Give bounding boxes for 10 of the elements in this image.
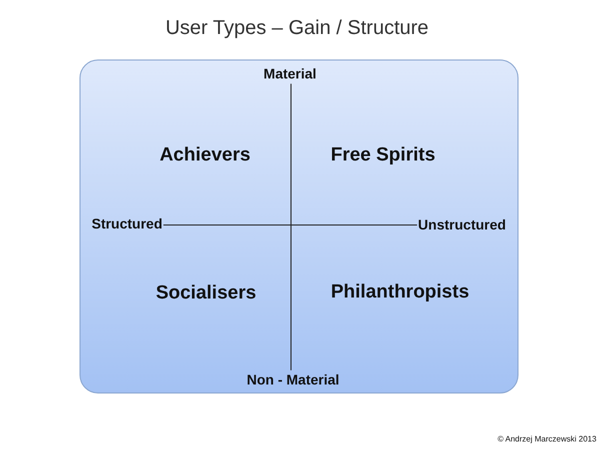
quadrant-label: Achievers xyxy=(160,146,250,166)
quadrant-label: Philanthropists xyxy=(330,282,470,304)
axis-label: Structured xyxy=(92,216,162,232)
title: User Types – Gain / Structure xyxy=(165,17,429,39)
axis-label: Unstructured xyxy=(418,217,506,233)
copyright-notice: © Andrzej Marczewski 2013 xyxy=(498,436,596,444)
axis-label: Material xyxy=(264,66,316,82)
quadrant-label: Socialisers xyxy=(156,284,256,304)
axis-label: Non - Material xyxy=(246,372,340,388)
quadrant-label: Free Spirits xyxy=(330,146,436,166)
